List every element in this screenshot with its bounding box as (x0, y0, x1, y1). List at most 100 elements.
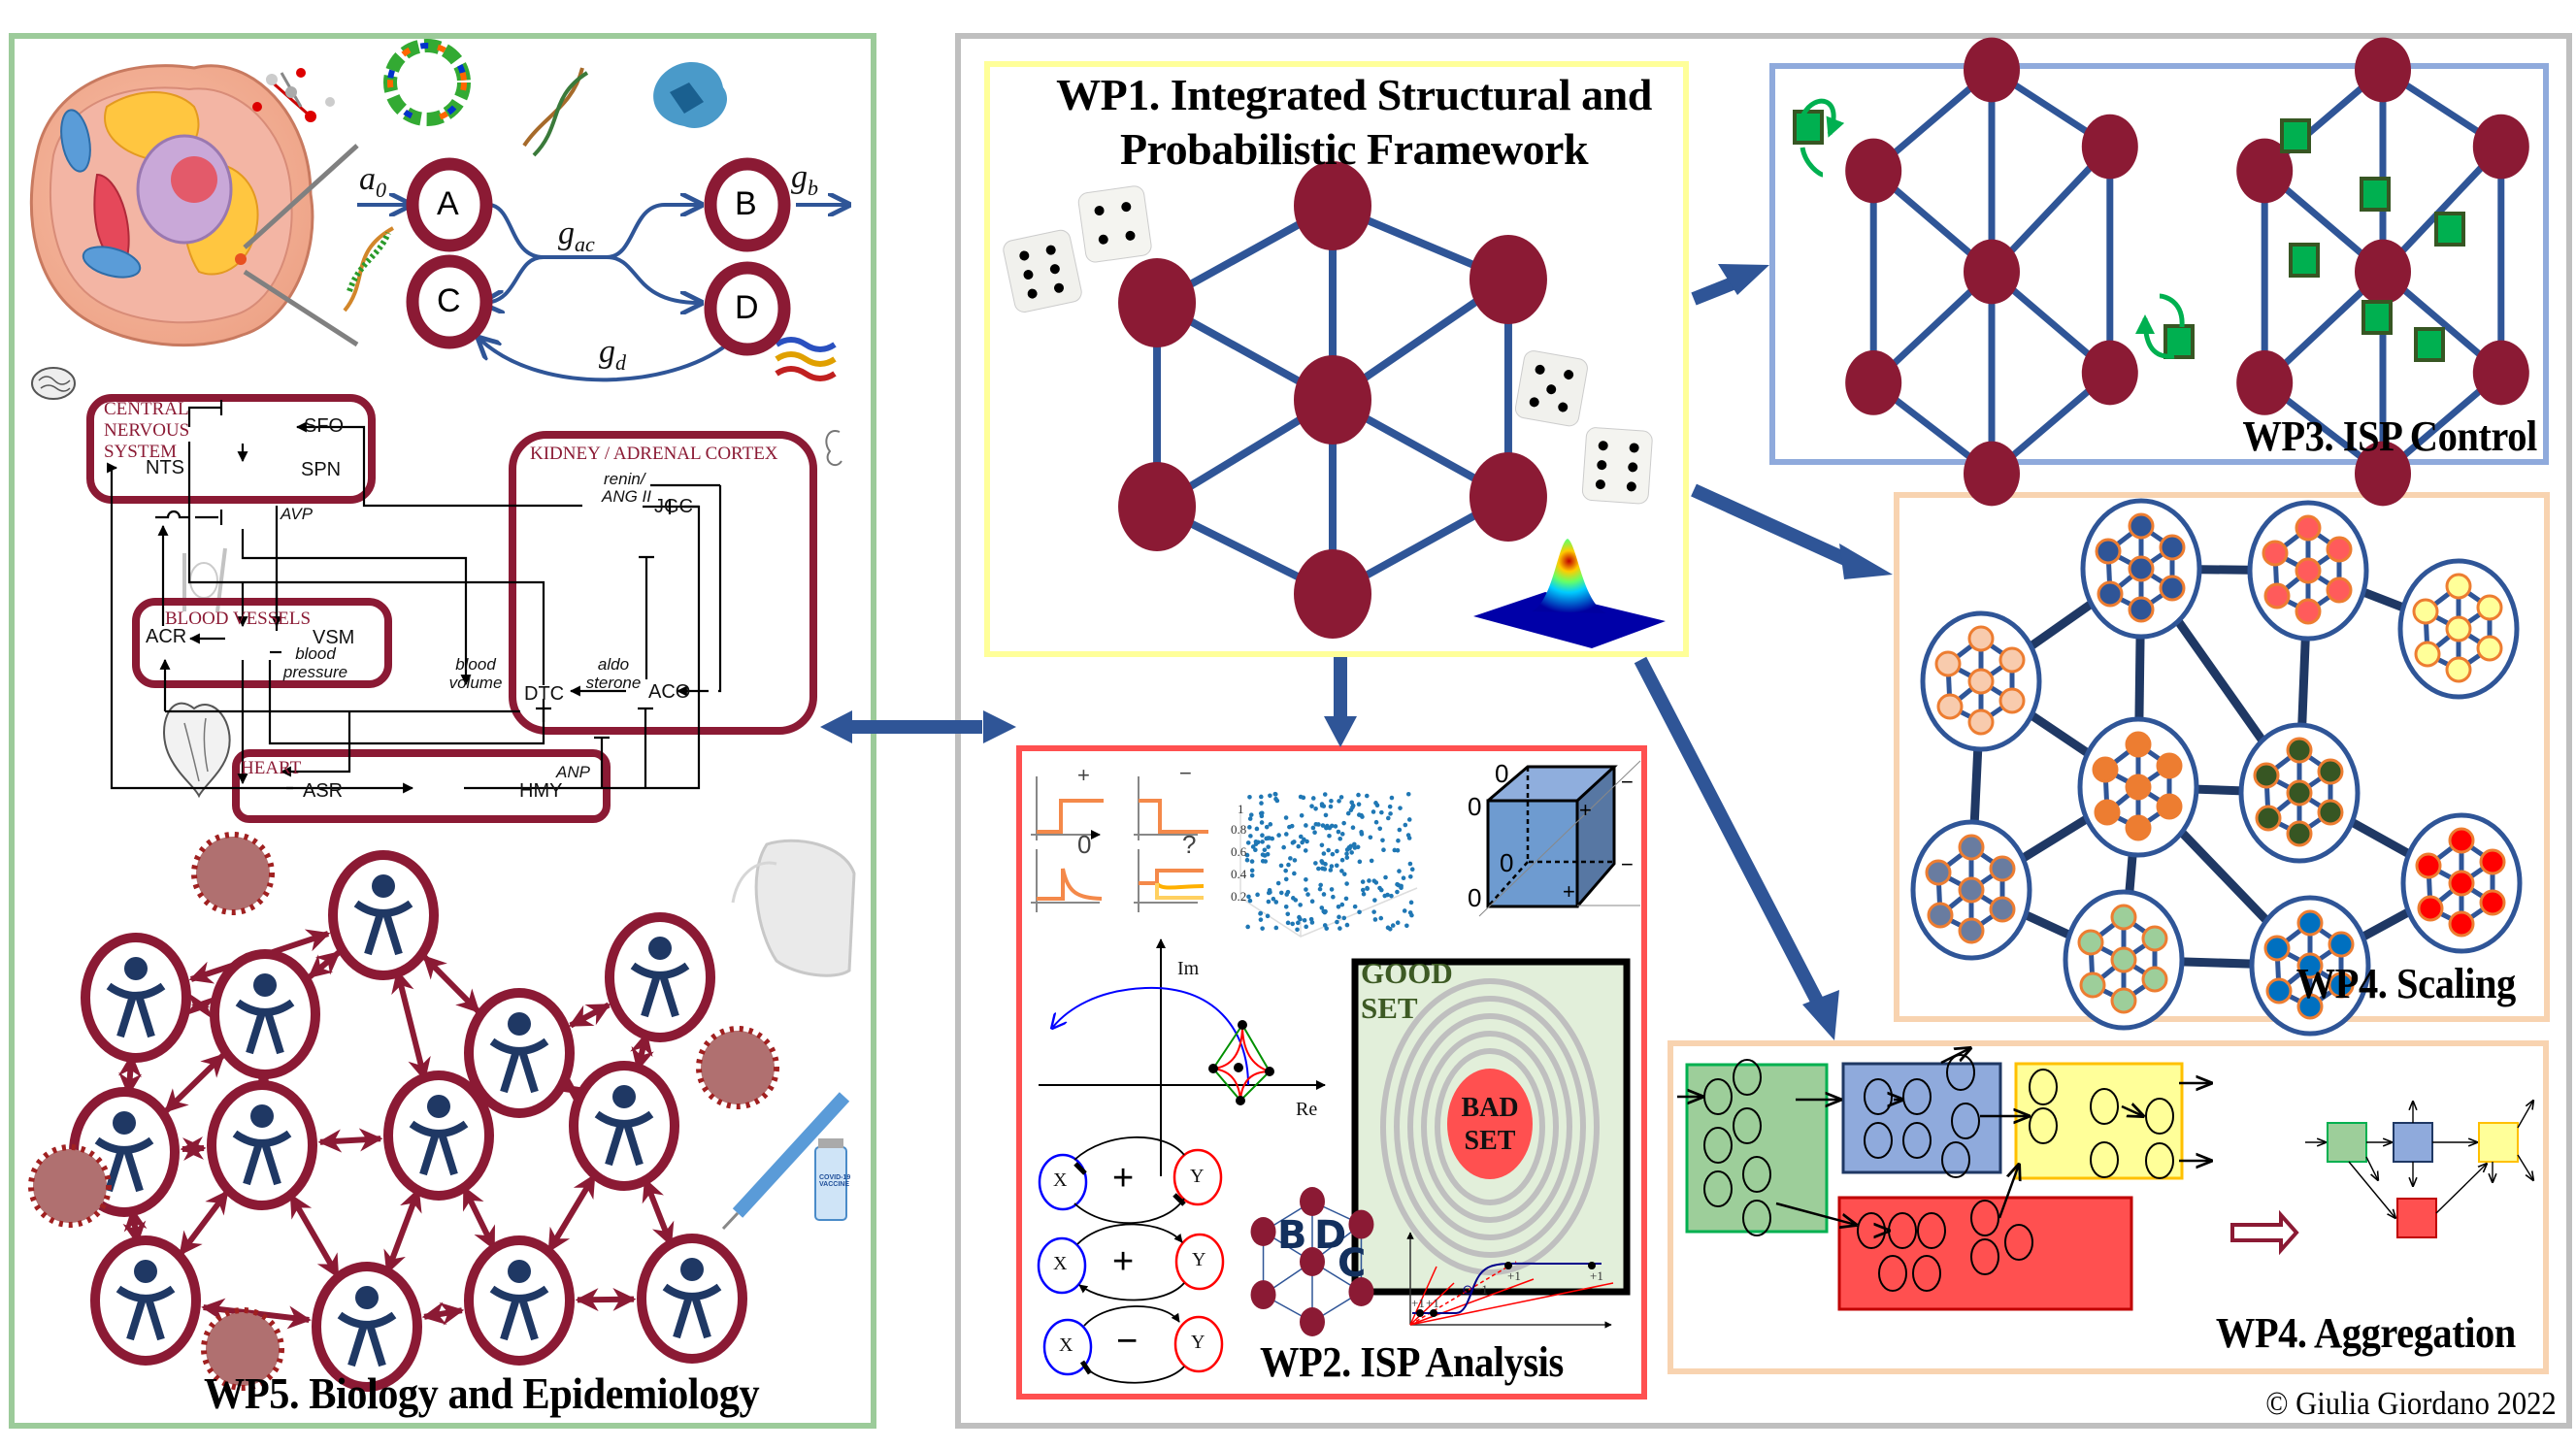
contact-edge (546, 1173, 597, 1253)
bdc-graph (1250, 1187, 1374, 1336)
cube-label-plus: + (1579, 798, 1592, 822)
aggregation-flow (1775, 1202, 1856, 1225)
scatter-point (1273, 900, 1279, 905)
heart-icon (163, 702, 231, 799)
control-arrow (1800, 147, 1824, 178)
cube-label-plus: + (1563, 879, 1575, 904)
contact-edge (575, 1287, 637, 1312)
face-mask-icon (731, 839, 856, 977)
wp3-graph-node (2236, 138, 2294, 204)
scatter-point (1338, 795, 1344, 800)
wp2-frame (1016, 745, 1647, 1400)
scatter-point (1321, 892, 1327, 897)
person-node (637, 1234, 747, 1364)
scatter-point (1385, 815, 1391, 821)
node-vsm: VSM (313, 627, 355, 648)
wp4-aggregation-title: WP4. Aggregation (2216, 1309, 2516, 1357)
scatter-point (1352, 841, 1357, 847)
scatter-point (1349, 850, 1354, 855)
cluster-node (2095, 538, 2122, 565)
group-label-heart: HEART (241, 758, 302, 778)
protein-helix-icon (775, 337, 837, 381)
scatter-point (1312, 830, 1317, 836)
fixed-point-label: −1 (1474, 1282, 1488, 1297)
cube-label-0: 0 (1468, 792, 1482, 821)
aggregation-node (1970, 1200, 1999, 1236)
copyright-notice: © Giulia Giordano 2022 (2265, 1386, 2557, 1422)
scatter-point (1371, 809, 1376, 814)
contact-edge (163, 1052, 226, 1114)
scatter-point (1304, 876, 1308, 882)
scatter-point (1253, 847, 1258, 853)
wp1-graph-node (1118, 462, 1197, 551)
scatter-point (1404, 923, 1409, 929)
cluster-node (2296, 909, 2324, 937)
arrow-head (1802, 990, 1839, 1040)
cluster-node (1967, 708, 1995, 736)
cluster-node (2110, 987, 2137, 1014)
scatter-point (1339, 869, 1344, 873)
scatter-point (1258, 810, 1264, 816)
bdc-graph-node (1300, 1307, 1325, 1336)
wp3-graph-node (2355, 441, 2411, 507)
wp4-scaling-frame (1894, 492, 2550, 1022)
step-plot-negative (1134, 776, 1208, 840)
scatter-point (1372, 898, 1377, 903)
scatter-point (1292, 871, 1297, 876)
control-arrow (2135, 314, 2175, 359)
scatter-point (1382, 893, 1388, 899)
scatter-point (1369, 858, 1374, 864)
person-node (207, 1080, 317, 1210)
scatter-point (1298, 834, 1304, 840)
aggregation-node (1902, 1122, 1932, 1159)
cluster-node (2328, 971, 2355, 999)
cluster-node (2479, 848, 2506, 875)
wp1-graph-node (1294, 549, 1371, 639)
scatter-point (1268, 822, 1273, 827)
scatter-point (1389, 795, 1395, 801)
person-legs-icon (605, 1120, 644, 1167)
cluster-node (1958, 876, 1985, 904)
scatter-point (1344, 881, 1349, 886)
wp3-graph-node (2236, 350, 2294, 415)
scatter-point (1341, 915, 1347, 921)
person-node (569, 1061, 679, 1191)
control-input-square (2361, 300, 2393, 335)
scatter-point (1397, 869, 1402, 873)
cluster-node (2263, 935, 2291, 962)
scatter-point (1343, 896, 1349, 902)
scatter-point (1320, 823, 1326, 828)
cluster (2080, 498, 2202, 640)
species-node-b (704, 157, 791, 252)
sign-label-positive: + (1077, 763, 1090, 787)
protein-structure-icon (653, 61, 728, 128)
scatter-point (1341, 820, 1346, 826)
scatter-point (1262, 847, 1268, 853)
scatter-point (1246, 894, 1251, 900)
rate-label-a0: a0 (359, 163, 386, 201)
scatter-point (1248, 834, 1253, 839)
person-head-icon (124, 957, 148, 980)
scatter-point (1268, 793, 1272, 799)
arrow-head (1324, 716, 1357, 747)
aggregation-node (1970, 1238, 1999, 1275)
cluster-node (2445, 615, 2472, 642)
scatter-point (1253, 839, 1259, 844)
scatter-point (1374, 803, 1380, 808)
cluster-node (2077, 929, 2104, 956)
aggregation-node (1941, 1141, 1970, 1178)
wp1-graph-node (1294, 355, 1371, 445)
species-label-c: C (437, 282, 461, 319)
scatter-point (1387, 804, 1393, 809)
scatter-point (1350, 825, 1356, 831)
cluster-node (2141, 966, 2168, 993)
aggregation-flow (1940, 1048, 1970, 1065)
label-line: aldo (597, 655, 630, 674)
cluster-node (2128, 512, 2155, 540)
cluster-node (2141, 925, 2168, 952)
scatter-point (1323, 908, 1328, 914)
loop-node-x: X (1053, 1169, 1068, 1191)
node-spn: SPN (301, 459, 342, 480)
scatter-point (1359, 832, 1365, 837)
